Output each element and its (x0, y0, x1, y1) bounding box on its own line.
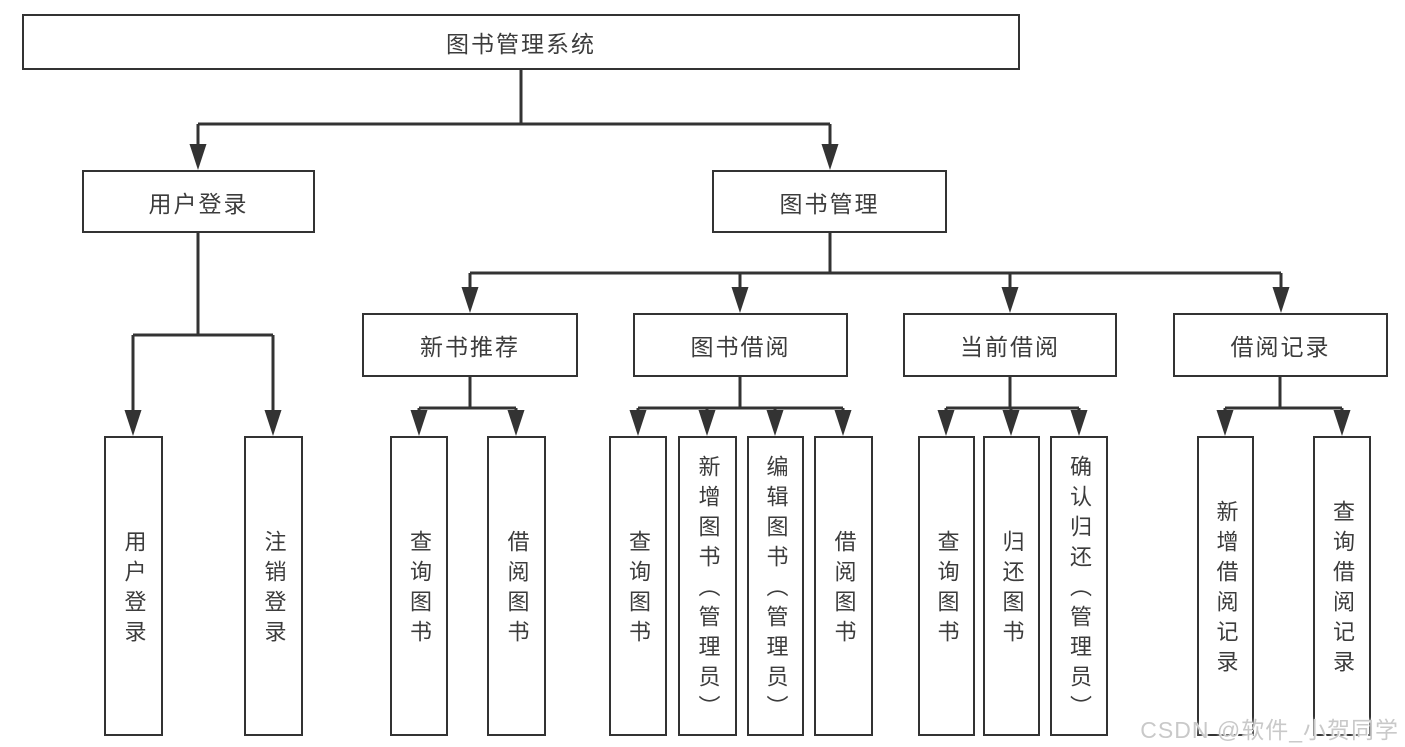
node-current-borrowing-label: 当前借阅 (960, 334, 1060, 360)
leaf-query-borrow-record-label: 查询借阅记录 (1330, 500, 1355, 680)
leaf-query-books-current-label: 查询图书 (934, 530, 960, 650)
arrowhead-group (124, 144, 1351, 436)
leaf-borrow-books-borrowing: 借阅图书 (814, 436, 873, 736)
leaf-add-borrow-record: 新增借阅记录 (1197, 436, 1254, 736)
leaf-add-borrow-record-label: 新增借阅记录 (1213, 500, 1239, 680)
node-root-label: 图书管理系统 (446, 31, 596, 57)
node-user-login: 用户登录 (82, 170, 315, 233)
node-borrowing-records-label: 借阅记录 (1230, 334, 1331, 360)
node-root: 图书管理系统 (22, 14, 1020, 70)
leaf-add-books-admin: 新增图书（管理员） (678, 436, 737, 736)
leaf-edit-books-admin-label: 编辑图书（管理员） (763, 455, 789, 725)
leaf-edit-books-admin: 编辑图书（管理员） (747, 436, 804, 736)
leaf-query-books-newbooks: 查询图书 (390, 436, 448, 736)
node-borrowing-records: 借阅记录 (1173, 313, 1388, 377)
leaf-confirm-return-admin-label: 确认归还（管理员） (1067, 455, 1092, 725)
node-book-borrowing: 图书借阅 (633, 313, 848, 377)
leaf-query-borrow-record: 查询借阅记录 (1313, 436, 1371, 736)
leaf-query-books-borrowing-label: 查询图书 (626, 530, 651, 650)
leaf-borrow-books-borrowing-label: 借阅图书 (831, 530, 857, 650)
leaf-confirm-return-admin: 确认归还（管理员） (1050, 436, 1108, 736)
node-new-book-recommend: 新书推荐 (362, 313, 578, 377)
leaf-return-books-label: 归还图书 (999, 530, 1025, 650)
node-book-management-label: 图书管理 (779, 190, 880, 217)
leaf-user-login-label: 用户登录 (121, 530, 147, 650)
leaf-user-login: 用户登录 (104, 436, 163, 736)
leaf-add-books-admin-label: 新增图书（管理员） (695, 455, 721, 725)
leaf-query-books-newbooks-label: 查询图书 (407, 530, 432, 650)
leaf-query-books-borrowing: 查询图书 (609, 436, 667, 736)
node-new-book-recommend-label: 新书推荐 (420, 334, 520, 360)
leaf-logout-label: 注销登录 (261, 530, 287, 650)
node-current-borrowing: 当前借阅 (903, 313, 1117, 377)
leaf-query-books-current: 查询图书 (918, 436, 975, 736)
leaf-return-books: 归还图书 (983, 436, 1040, 736)
leaf-borrow-books-newbooks-label: 借阅图书 (504, 530, 530, 650)
node-book-borrowing-label: 图书借阅 (690, 334, 791, 360)
leaf-borrow-books-newbooks: 借阅图书 (487, 436, 546, 736)
leaf-logout: 注销登录 (244, 436, 303, 736)
watermark-text: CSDN @软件_小贺同学 (1140, 717, 1399, 743)
node-book-management: 图书管理 (712, 170, 947, 233)
node-user-login-label: 用户登录 (148, 190, 249, 217)
